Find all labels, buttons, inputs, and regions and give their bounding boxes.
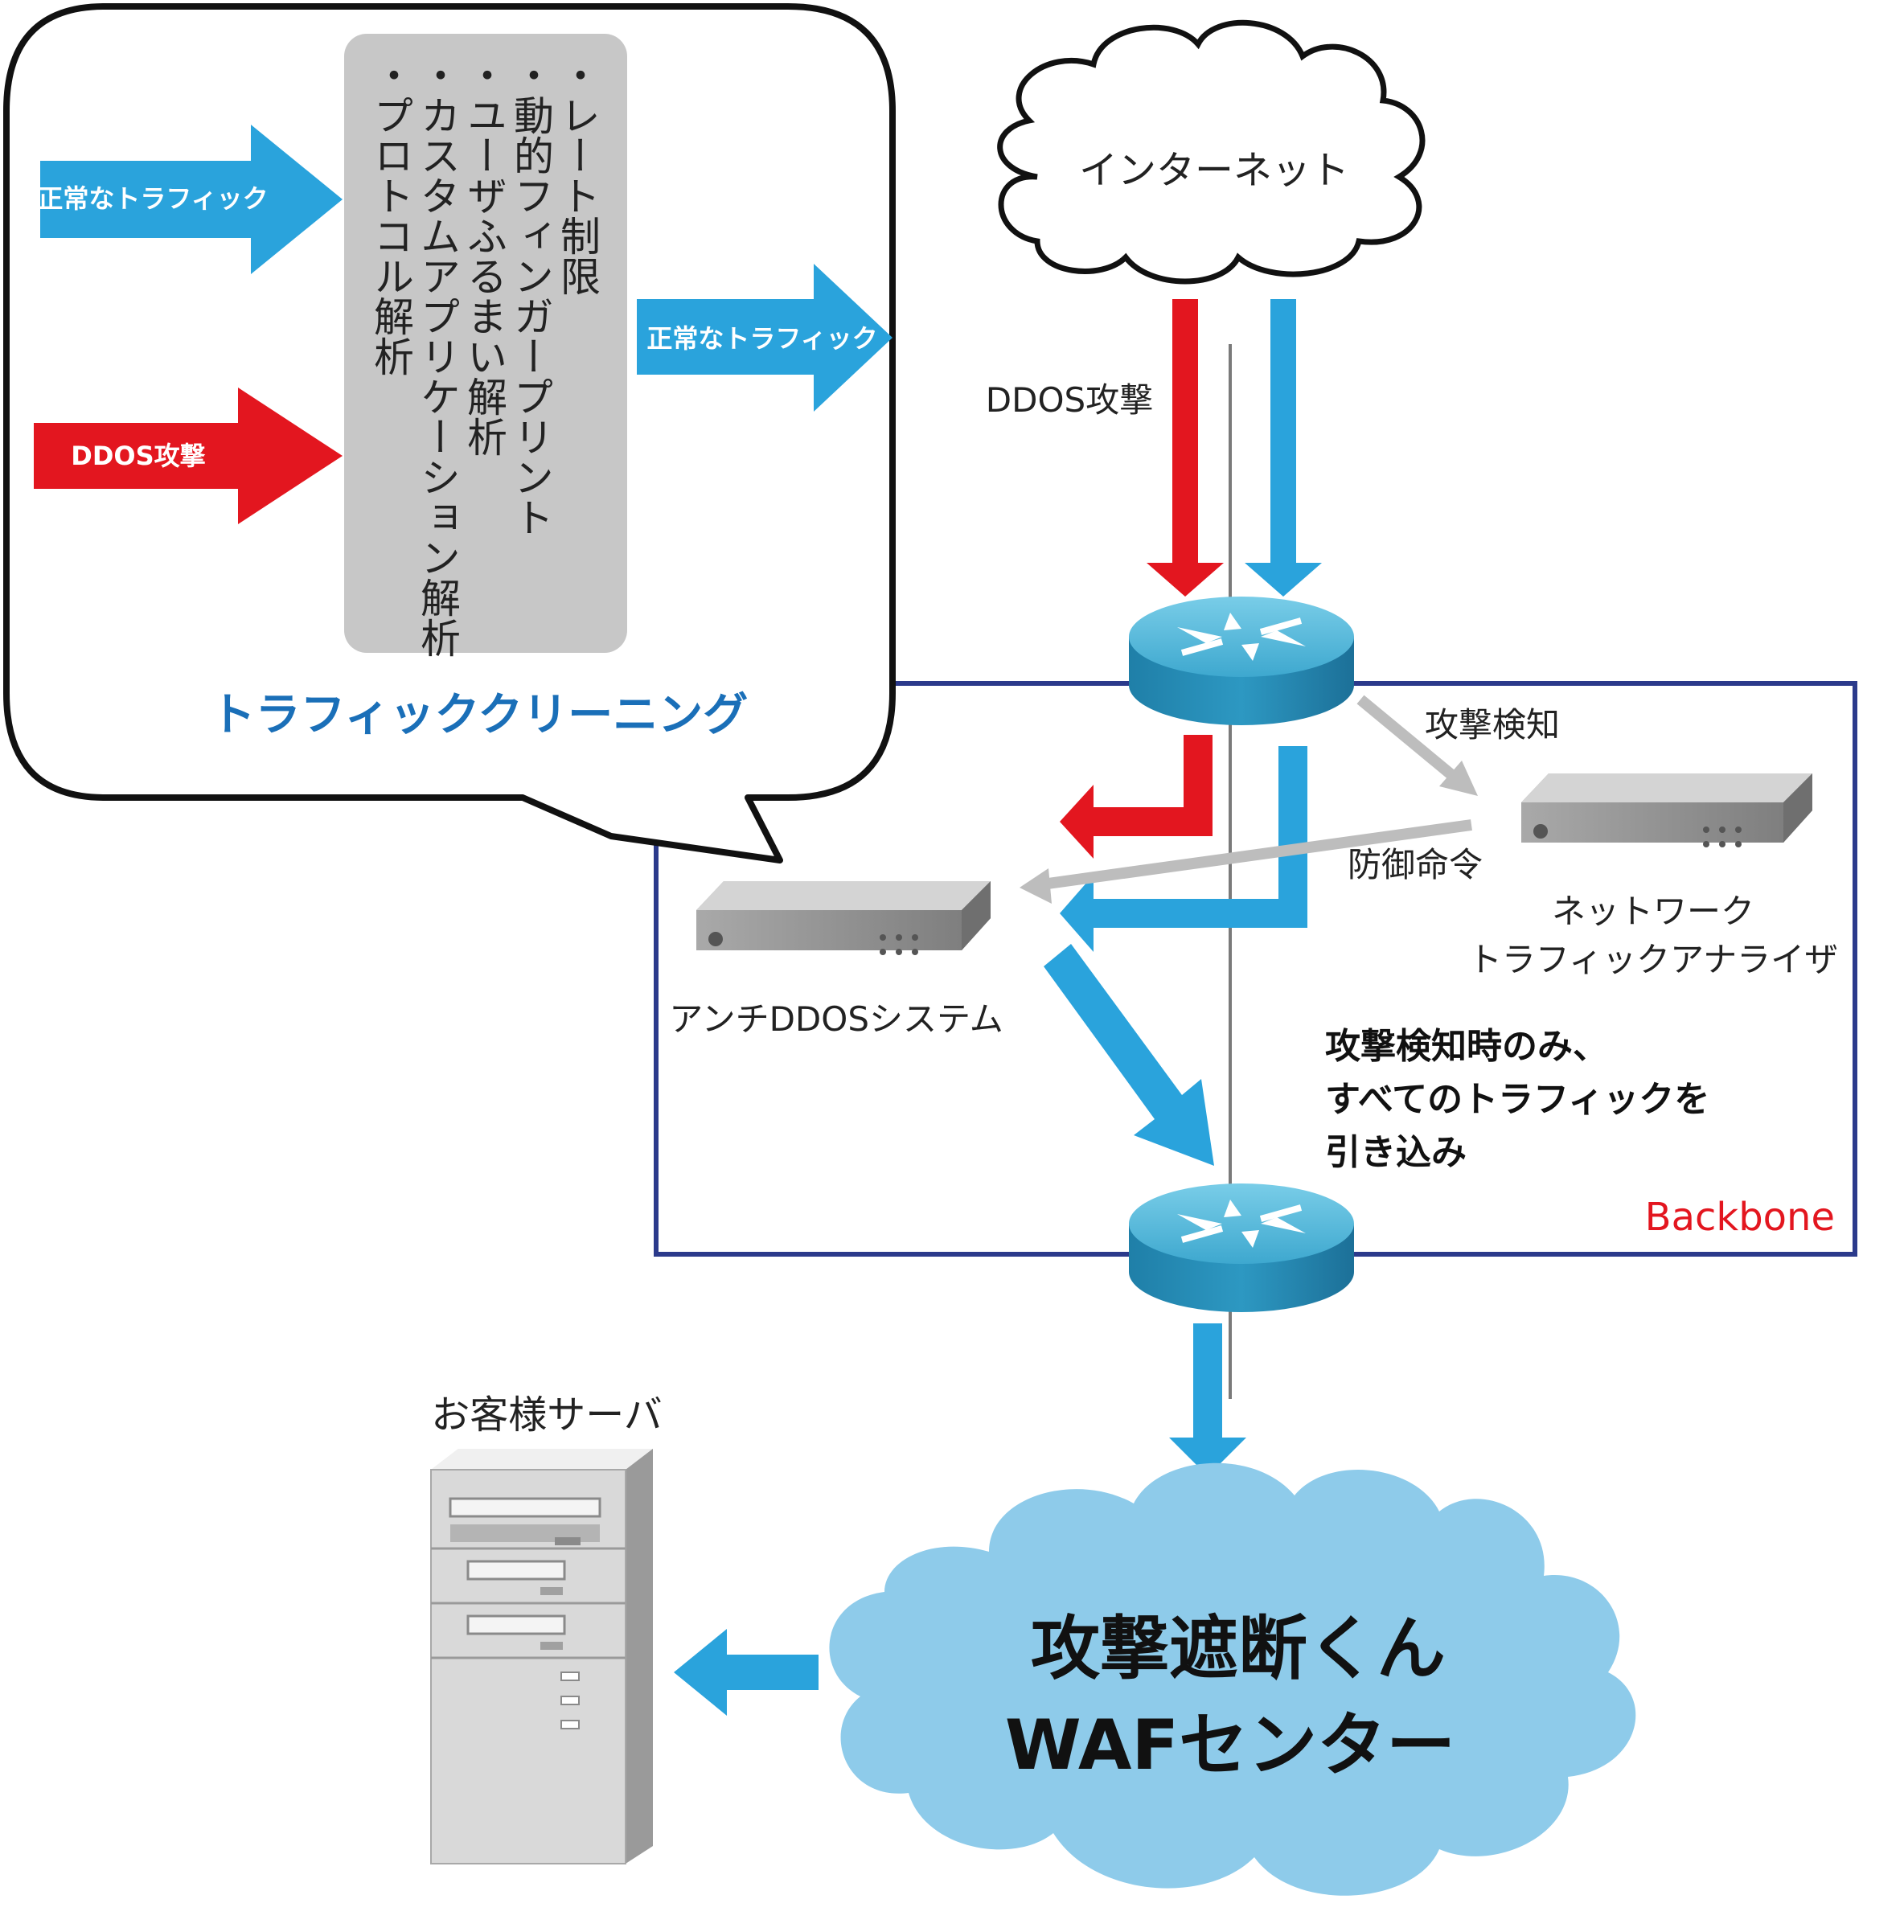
output-normal-arrow: 正常なトラフィック	[637, 264, 892, 412]
svg-text:正常なトラフィック: 正常なトラフィック	[37, 183, 268, 214]
server-label: お客様サーバ	[431, 1393, 663, 1438]
cleaning-title: トラフィッククリーニング	[211, 689, 749, 741]
svg-text:すべてのトラフィックを: すべてのトラフィックを	[1325, 1079, 1709, 1120]
cloud-icon	[997, 19, 1426, 285]
server-tower-icon	[430, 1449, 653, 1864]
detect-label: 攻撃検知	[1425, 705, 1560, 744]
svg-text:DDOS攻撃: DDOS攻撃	[71, 441, 205, 471]
internet-label: インターネット	[1079, 148, 1349, 193]
detect-arrow	[1356, 695, 1478, 796]
appliance-icon	[1521, 773, 1812, 847]
internet-cloud: インターネット	[997, 19, 1426, 285]
waf-title-line1: 攻撃遮断くん	[1031, 1609, 1446, 1689]
ddos-redirect-arrow	[1060, 735, 1213, 859]
method-item: ・動的フィンガープリント	[507, 55, 554, 537]
method-list: ・レート制限 ・動的フィンガープリント ・ユーザふるまい解析 ・カスタムアプリケ…	[367, 55, 601, 658]
method-item: ・ユーザふるまい解析	[461, 55, 507, 457]
router-icon	[1129, 597, 1354, 725]
appliance-icon	[696, 881, 991, 955]
method-panel	[344, 34, 627, 653]
svg-text:引き込み: 引き込み	[1325, 1132, 1467, 1173]
method-item: ・プロトコル解析	[367, 55, 414, 376]
to-server-arrow	[674, 1629, 819, 1716]
backbone-note: 攻撃検知時のみ、 すべてのトラフィックを 引き込み	[1325, 1026, 1709, 1173]
backbone-label: Backbone	[1645, 1195, 1835, 1240]
analyzer-label-line2: トラフィックアナライザ	[1468, 940, 1838, 979]
normal-down-arrow	[1245, 299, 1322, 597]
anti-ddos-label: アンチDDOSシステム	[669, 999, 1003, 1039]
input-normal-arrow: 正常なトラフィック	[37, 125, 343, 274]
defense-label: 防御命令	[1348, 845, 1483, 884]
clean-return-arrow	[1044, 944, 1214, 1166]
to-waf-arrow	[1169, 1323, 1246, 1476]
svg-text:正常なトラフィック: 正常なトラフィック	[646, 323, 877, 354]
input-ddos-arrow: DDOS攻撃	[34, 388, 343, 524]
ddos-label: DDOS攻撃	[986, 380, 1153, 420]
analyzer-label-line1: ネットワーク	[1552, 892, 1754, 931]
normal-redirect-arrow	[1060, 746, 1307, 952]
method-item: ・カスタムアプリケーション解析	[414, 55, 461, 658]
ddos-down-arrow	[1147, 299, 1224, 597]
cleaning-bubble: ・レート制限 ・動的フィンガープリント ・ユーザふるまい解析 ・カスタムアプリケ…	[3, 3, 896, 863]
svg-text:攻撃検知時のみ、: 攻撃検知時のみ、	[1325, 1026, 1608, 1067]
cloud-icon	[829, 1462, 1636, 1896]
waf-title-line2: WAFセンター	[1005, 1705, 1455, 1786]
defense-arrow	[1020, 819, 1472, 904]
waf-cloud: 攻撃遮断くん WAFセンター	[829, 1462, 1636, 1896]
router-icon	[1129, 1183, 1354, 1312]
method-item: ・レート制限	[554, 55, 601, 296]
